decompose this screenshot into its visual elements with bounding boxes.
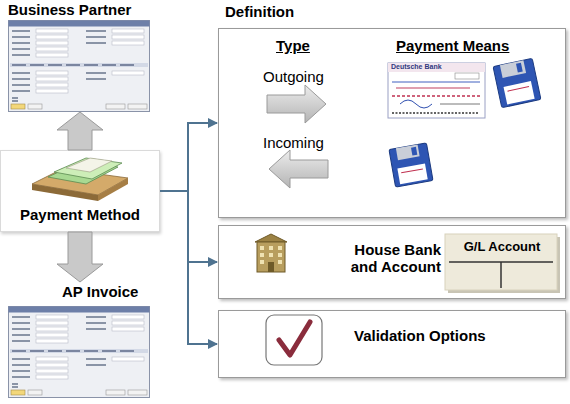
t-account-box: G/L Account <box>446 235 558 291</box>
bank-building-icon-part <box>278 260 282 264</box>
bank-building-icon-part <box>260 260 264 264</box>
t-account-shape-part <box>445 234 557 290</box>
node-title: Payment Method <box>1 206 159 223</box>
node-title: House Bank and Account <box>339 241 441 276</box>
cheque-illustration-part <box>388 63 485 118</box>
outgoing-arrow <box>267 85 326 123</box>
t-account-shape <box>445 234 560 293</box>
floppy-disk-icon-part <box>389 143 433 187</box>
incoming-arrow <box>269 150 328 188</box>
cheque-illustration-part <box>392 82 480 83</box>
checkmark-icon-part <box>279 322 310 355</box>
payment-tray-icon-part <box>54 158 122 179</box>
business-partner-screenshot-part <box>9 21 150 112</box>
section-heading: Business Partner <box>8 1 131 18</box>
cheque-illustration-part <box>392 95 480 97</box>
method-box: Payment Method <box>0 150 160 232</box>
cheque-illustration-part <box>392 112 478 114</box>
floppy-disk-icon-part <box>401 169 423 173</box>
screen-card: AP Invoice <box>5 282 155 402</box>
floppy-disk-icon-part <box>396 145 420 161</box>
floppy-disk-icon-part <box>507 87 529 92</box>
ap-invoice-screenshot-part <box>9 307 150 398</box>
floppy-disk-icon <box>389 143 433 187</box>
incoming-arrow-part <box>269 150 328 188</box>
cheque-illustration-part <box>400 100 432 108</box>
bank-building-icon-part <box>260 253 264 257</box>
cheque-illustration-part <box>388 63 485 72</box>
bank-building-icon-part <box>269 253 273 257</box>
cheque-illustration <box>388 63 485 118</box>
bank-name: Deutsche Bank <box>391 63 442 71</box>
floppy-disk-icon <box>493 58 541 107</box>
type-label: Outgoing <box>263 68 324 85</box>
ap-invoice-screenshot <box>9 307 150 398</box>
node-title: Validation Options <box>354 327 486 344</box>
payment-tray-icon <box>32 158 128 201</box>
cheque-illustration-part <box>455 73 479 79</box>
checkmark-icon <box>266 315 322 365</box>
bank-building-icon-part <box>268 262 274 272</box>
floppy-disk-icon-part <box>411 147 417 156</box>
business-partner-screenshot <box>9 21 150 112</box>
type-label: Incoming <box>263 134 324 151</box>
connector-line <box>160 191 217 262</box>
payment-tray-icon-part <box>32 184 98 201</box>
column-heading: Type <box>276 37 310 54</box>
block-arrow <box>57 232 103 282</box>
definition-box: House Bank and Account G/L Account <box>218 225 566 299</box>
bank-building-icon-part <box>278 246 282 250</box>
floppy-disk-icon-part <box>397 164 427 185</box>
block-arrow <box>57 112 103 150</box>
cheque-illustration-part <box>396 87 470 88</box>
cheque-illustration-part <box>440 104 480 105</box>
section-heading: Definition <box>225 3 294 20</box>
t-account-title: G/L Account <box>446 240 558 255</box>
outgoing-arrow-part <box>267 85 326 123</box>
t-account-shape-part <box>500 262 502 288</box>
connector-line <box>160 123 217 191</box>
section-heading: AP Invoice <box>62 283 138 300</box>
bank-building-icon-part <box>255 234 287 242</box>
payment-tray-icon-part <box>98 178 128 201</box>
floppy-disk-icon-part <box>493 58 541 107</box>
column-heading: Payment Means <box>396 37 509 54</box>
floppy-disk-icon-part <box>516 63 523 73</box>
bank-building-icon-part <box>278 253 282 257</box>
bank-building-icon-part <box>257 242 285 272</box>
definition-box: DefinitionTypePayment MeansOutgoingIncom… <box>218 28 566 218</box>
floppy-disk-icon-part <box>504 81 535 104</box>
definition-box: Validation Options <box>218 310 566 378</box>
floppy-disk-icon-part <box>500 60 526 78</box>
screen-card: Business Partner <box>5 0 155 112</box>
bank-building-icon-part <box>260 246 264 250</box>
checkmark-icon-part <box>266 315 322 365</box>
connector-line <box>160 191 217 344</box>
bank-building-icon <box>255 234 287 272</box>
bank-building-icon-part <box>269 246 273 250</box>
payment-tray-icon-part <box>66 158 112 172</box>
